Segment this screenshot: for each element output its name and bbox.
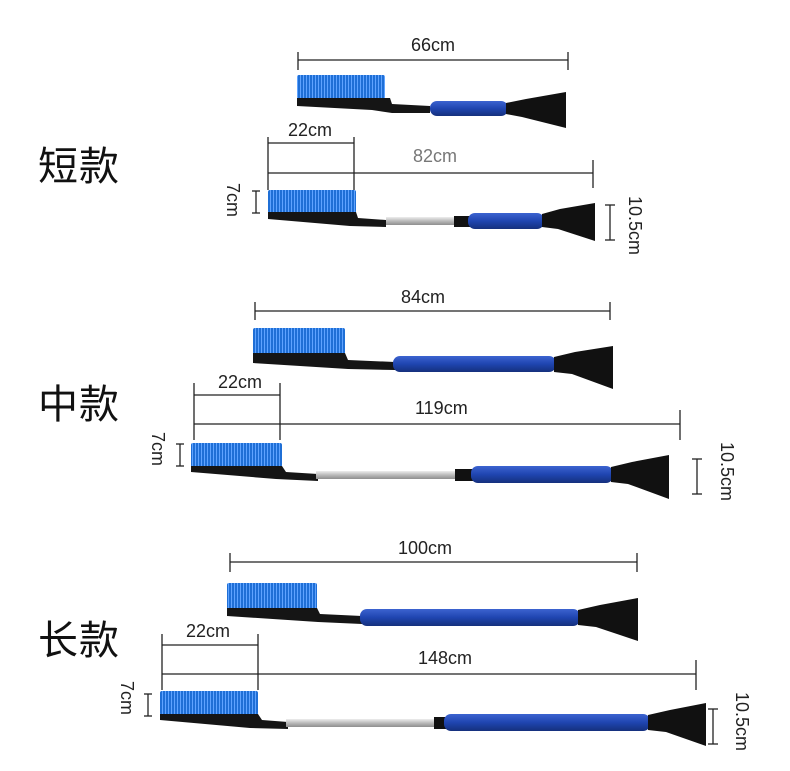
short-brush-compact bbox=[297, 75, 566, 128]
long-brush-extended bbox=[160, 691, 706, 746]
long-full-length-label: 100cm bbox=[398, 538, 453, 558]
section-title-short: 短款 bbox=[38, 144, 120, 190]
section-title-medium: 中款 bbox=[38, 382, 120, 428]
short-head-length-label: 22cm bbox=[288, 120, 333, 140]
dimension-lines bbox=[144, 52, 718, 745]
medium-brush-compact bbox=[253, 328, 613, 389]
long-brush-compact bbox=[227, 583, 638, 641]
section-title-long: 长款 bbox=[38, 618, 120, 664]
short-ext-length-label: 82cm bbox=[413, 146, 458, 166]
medium-full-length-label: 84cm bbox=[401, 287, 446, 307]
long-ext-length-label: 148cm bbox=[418, 648, 473, 668]
medium-head-length-label: 22cm bbox=[218, 372, 263, 392]
long-head-length-label: 22cm bbox=[186, 621, 231, 641]
short-brush-extended bbox=[268, 190, 595, 241]
short-full-length-label: 66cm bbox=[411, 35, 456, 55]
medium-ext-length-label: 119cm bbox=[415, 398, 468, 418]
medium-brush-extended bbox=[191, 443, 669, 499]
